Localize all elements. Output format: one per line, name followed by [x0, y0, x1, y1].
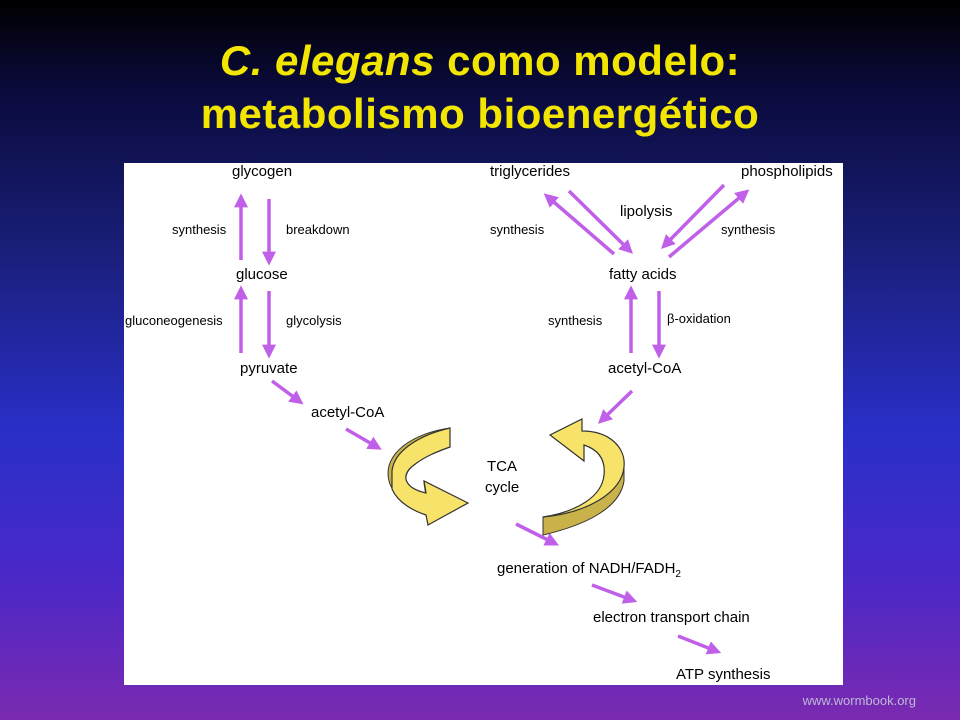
arrow-pyruvate-to-acetylcoa — [270, 379, 304, 405]
node-phospholipids: phospholipids — [741, 163, 833, 180]
nadh-subscript: 2 — [675, 569, 681, 580]
arrow-lipolysis — [567, 189, 633, 254]
diagram-graphics — [234, 183, 750, 655]
arrow-phospholipid-breakdown — [661, 183, 726, 249]
node-nadh: generation of NADH/FADH2 — [497, 560, 681, 580]
label-triglyceride-synthesis: synthesis — [490, 222, 545, 237]
arrow-acetylcoa-right-to-tca — [597, 389, 634, 424]
node-triglycerides: triglycerides — [490, 163, 571, 180]
node-acetyl-coa-left: acetyl-CoA — [311, 404, 385, 421]
metabolism-diagram: glycogen glucose pyruvate acetyl-CoA tri… — [124, 163, 843, 685]
slide-title: C. elegans como modelo: metabolismo bioe… — [0, 34, 960, 140]
node-fatty-acids: fatty acids — [609, 266, 677, 283]
label-fa-synthesis: synthesis — [548, 313, 603, 328]
title-rest: como modelo: — [434, 37, 741, 84]
label-beta-oxidation: β-oxidation — [667, 311, 731, 326]
node-glycogen: glycogen — [232, 163, 293, 180]
node-tca-line1: TCA — [487, 458, 517, 475]
nadh-text: generation of NADH/FADH — [497, 560, 676, 577]
node-atp-synthesis: ATP synthesis — [676, 666, 771, 683]
arrow-tca-to-nadh — [515, 522, 560, 546]
node-electron-transport-chain: electron transport chain — [593, 609, 750, 626]
node-acetyl-coa-right: acetyl-CoA — [608, 360, 682, 377]
arrow-nadh-to-etc — [591, 583, 638, 604]
title-line-2: metabolismo bioenergético — [200, 90, 760, 137]
arrow-triglyceride-synthesis — [543, 193, 616, 256]
title-line-1: C. elegans como modelo: — [0, 34, 960, 87]
label-gluconeogenesis: gluconeogenesis — [125, 313, 223, 328]
arrow-acetylcoa-to-tca — [345, 427, 382, 450]
tca-cycle-arrow-left — [387, 427, 470, 526]
node-tca-line2: cycle — [485, 479, 520, 496]
arrow-etc-to-atp — [677, 634, 722, 655]
tca-cycle-arrow-right — [542, 418, 625, 536]
label-phospholipid-synthesis: synthesis — [721, 222, 776, 237]
label-glycogen-breakdown: breakdown — [286, 222, 350, 237]
label-glycogen-synthesis: synthesis — [172, 222, 227, 237]
label-glycolysis: glycolysis — [286, 313, 342, 328]
node-pyruvate: pyruvate — [240, 360, 298, 377]
label-lipolysis: lipolysis — [620, 203, 673, 220]
arrow-phospholipid-synthesis — [667, 189, 750, 259]
node-glucose: glucose — [236, 266, 288, 283]
title-species: C. elegans — [219, 37, 435, 84]
source-credit: www.wormbook.org — [802, 693, 916, 708]
